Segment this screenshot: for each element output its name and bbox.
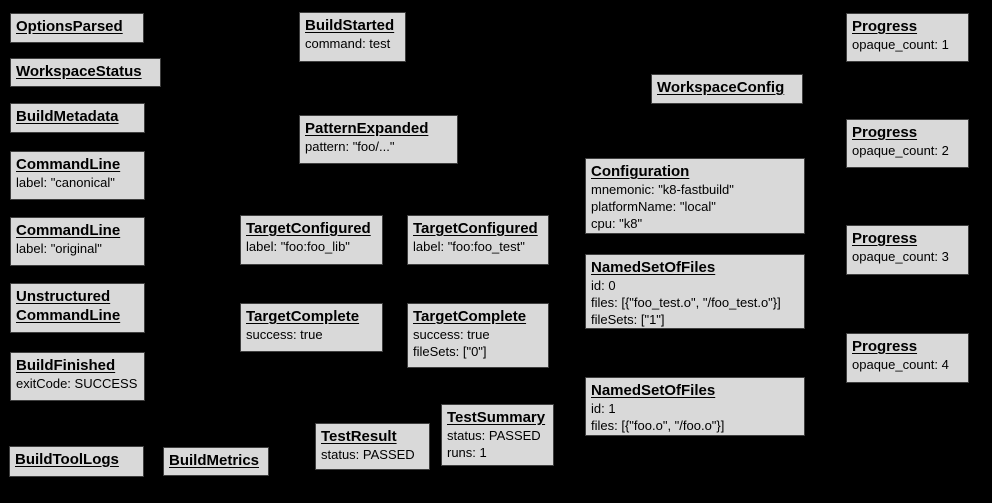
node-title: Progress bbox=[852, 230, 918, 247]
node-progress-1: Progress opaque_count: 1 bbox=[846, 13, 969, 62]
node-title: WorkspaceStatus bbox=[16, 63, 142, 80]
node-title: TestSummary bbox=[447, 409, 546, 426]
node-title: BuildFinished bbox=[16, 357, 116, 374]
node-title: CommandLine bbox=[16, 222, 121, 239]
node-field: fileSets: ["1"] bbox=[591, 312, 665, 327]
node-unstructured-command-line: Unstructured CommandLine bbox=[10, 283, 145, 333]
node-title: TargetConfigured bbox=[246, 220, 371, 237]
node-field: exitCode: SUCCESS bbox=[16, 376, 138, 391]
node-build-metadata: BuildMetadata bbox=[10, 103, 145, 133]
node-title: OptionsParsed bbox=[16, 18, 123, 35]
node-field: pattern: "foo/..." bbox=[305, 139, 395, 154]
node-field: opaque_count: 4 bbox=[852, 357, 949, 372]
node-title: TestResult bbox=[321, 428, 397, 445]
node-progress-3: Progress opaque_count: 3 bbox=[846, 225, 969, 275]
node-configuration: Configuration mnemonic: "k8-fastbuild" p… bbox=[585, 158, 805, 234]
node-title: BuildStarted bbox=[305, 17, 395, 34]
node-workspace-status: WorkspaceStatus bbox=[10, 58, 161, 87]
node-field: platformName: "local" bbox=[591, 199, 716, 214]
node-target-configured-foo-test: TargetConfigured label: "foo:foo_test" bbox=[407, 215, 549, 265]
node-title: BuildMetrics bbox=[169, 452, 260, 469]
node-build-started: BuildStarted command: test bbox=[299, 12, 406, 62]
node-field: success: true bbox=[413, 327, 490, 342]
node-title: Configuration bbox=[591, 163, 690, 180]
node-title: Unstructured CommandLine bbox=[16, 288, 121, 324]
node-field: fileSets: ["0"] bbox=[413, 344, 487, 359]
node-target-complete-foo-lib: TargetComplete success: true bbox=[240, 303, 383, 352]
node-title: TargetComplete bbox=[413, 308, 527, 325]
node-title: BuildMetadata bbox=[16, 108, 119, 125]
node-field: command: test bbox=[305, 36, 391, 51]
node-test-result: TestResult status: PASSED bbox=[315, 423, 430, 470]
node-field: opaque_count: 3 bbox=[852, 249, 949, 264]
node-field: label: "foo:foo_test" bbox=[413, 239, 525, 254]
node-progress-2: Progress opaque_count: 2 bbox=[846, 119, 969, 168]
node-title: NamedSetOfFiles bbox=[591, 259, 716, 276]
node-field: opaque_count: 2 bbox=[852, 143, 949, 158]
node-field: opaque_count: 1 bbox=[852, 37, 949, 52]
node-command-line-original: CommandLine label: "original" bbox=[10, 217, 145, 266]
node-field: label: "foo:foo_lib" bbox=[246, 239, 350, 254]
node-named-set-of-files-0: NamedSetOfFiles id: 0 files: [{"foo_test… bbox=[585, 254, 805, 329]
node-field: status: PASSED bbox=[447, 428, 541, 443]
node-build-tool-logs: BuildToolLogs bbox=[9, 446, 144, 477]
node-named-set-of-files-1: NamedSetOfFiles id: 1 files: [{"foo.o", … bbox=[585, 377, 805, 436]
node-progress-4: Progress opaque_count: 4 bbox=[846, 333, 969, 383]
node-field: cpu: "k8" bbox=[591, 216, 643, 231]
node-test-summary: TestSummary status: PASSED runs: 1 bbox=[441, 404, 554, 466]
node-field: files: [{"foo_test.o", "/foo_test.o"}] bbox=[591, 295, 781, 310]
node-field: mnemonic: "k8-fastbuild" bbox=[591, 182, 734, 197]
node-title: CommandLine bbox=[16, 156, 121, 173]
node-build-metrics: BuildMetrics bbox=[163, 447, 269, 476]
node-title: Progress bbox=[852, 338, 918, 355]
node-field: success: true bbox=[246, 327, 323, 342]
node-field: status: PASSED bbox=[321, 447, 415, 462]
node-command-line-canonical: CommandLine label: "canonical" bbox=[10, 151, 145, 200]
node-field: label: "original" bbox=[16, 241, 102, 256]
node-target-complete-foo-test: TargetComplete success: true fileSets: [… bbox=[407, 303, 549, 368]
node-target-configured-foo-lib: TargetConfigured label: "foo:foo_lib" bbox=[240, 215, 383, 265]
node-title: Progress bbox=[852, 124, 918, 141]
node-options-parsed: OptionsParsed bbox=[10, 13, 144, 43]
node-title: TargetConfigured bbox=[413, 220, 538, 237]
node-title: NamedSetOfFiles bbox=[591, 382, 716, 399]
node-pattern-expanded: PatternExpanded pattern: "foo/..." bbox=[299, 115, 458, 164]
node-field: id: 0 bbox=[591, 278, 616, 293]
node-workspace-config: WorkspaceConfig bbox=[651, 74, 803, 104]
node-field: files: [{"foo.o", "/foo.o"}] bbox=[591, 418, 725, 433]
node-title: BuildToolLogs bbox=[15, 451, 119, 468]
node-field: label: "canonical" bbox=[16, 175, 115, 190]
node-title: PatternExpanded bbox=[305, 120, 429, 137]
node-build-finished: BuildFinished exitCode: SUCCESS bbox=[10, 352, 145, 401]
node-field: runs: 1 bbox=[447, 445, 487, 460]
node-title: TargetComplete bbox=[246, 308, 360, 325]
node-field: id: 1 bbox=[591, 401, 616, 416]
node-title: WorkspaceConfig bbox=[657, 79, 785, 96]
node-title: Progress bbox=[852, 18, 918, 35]
